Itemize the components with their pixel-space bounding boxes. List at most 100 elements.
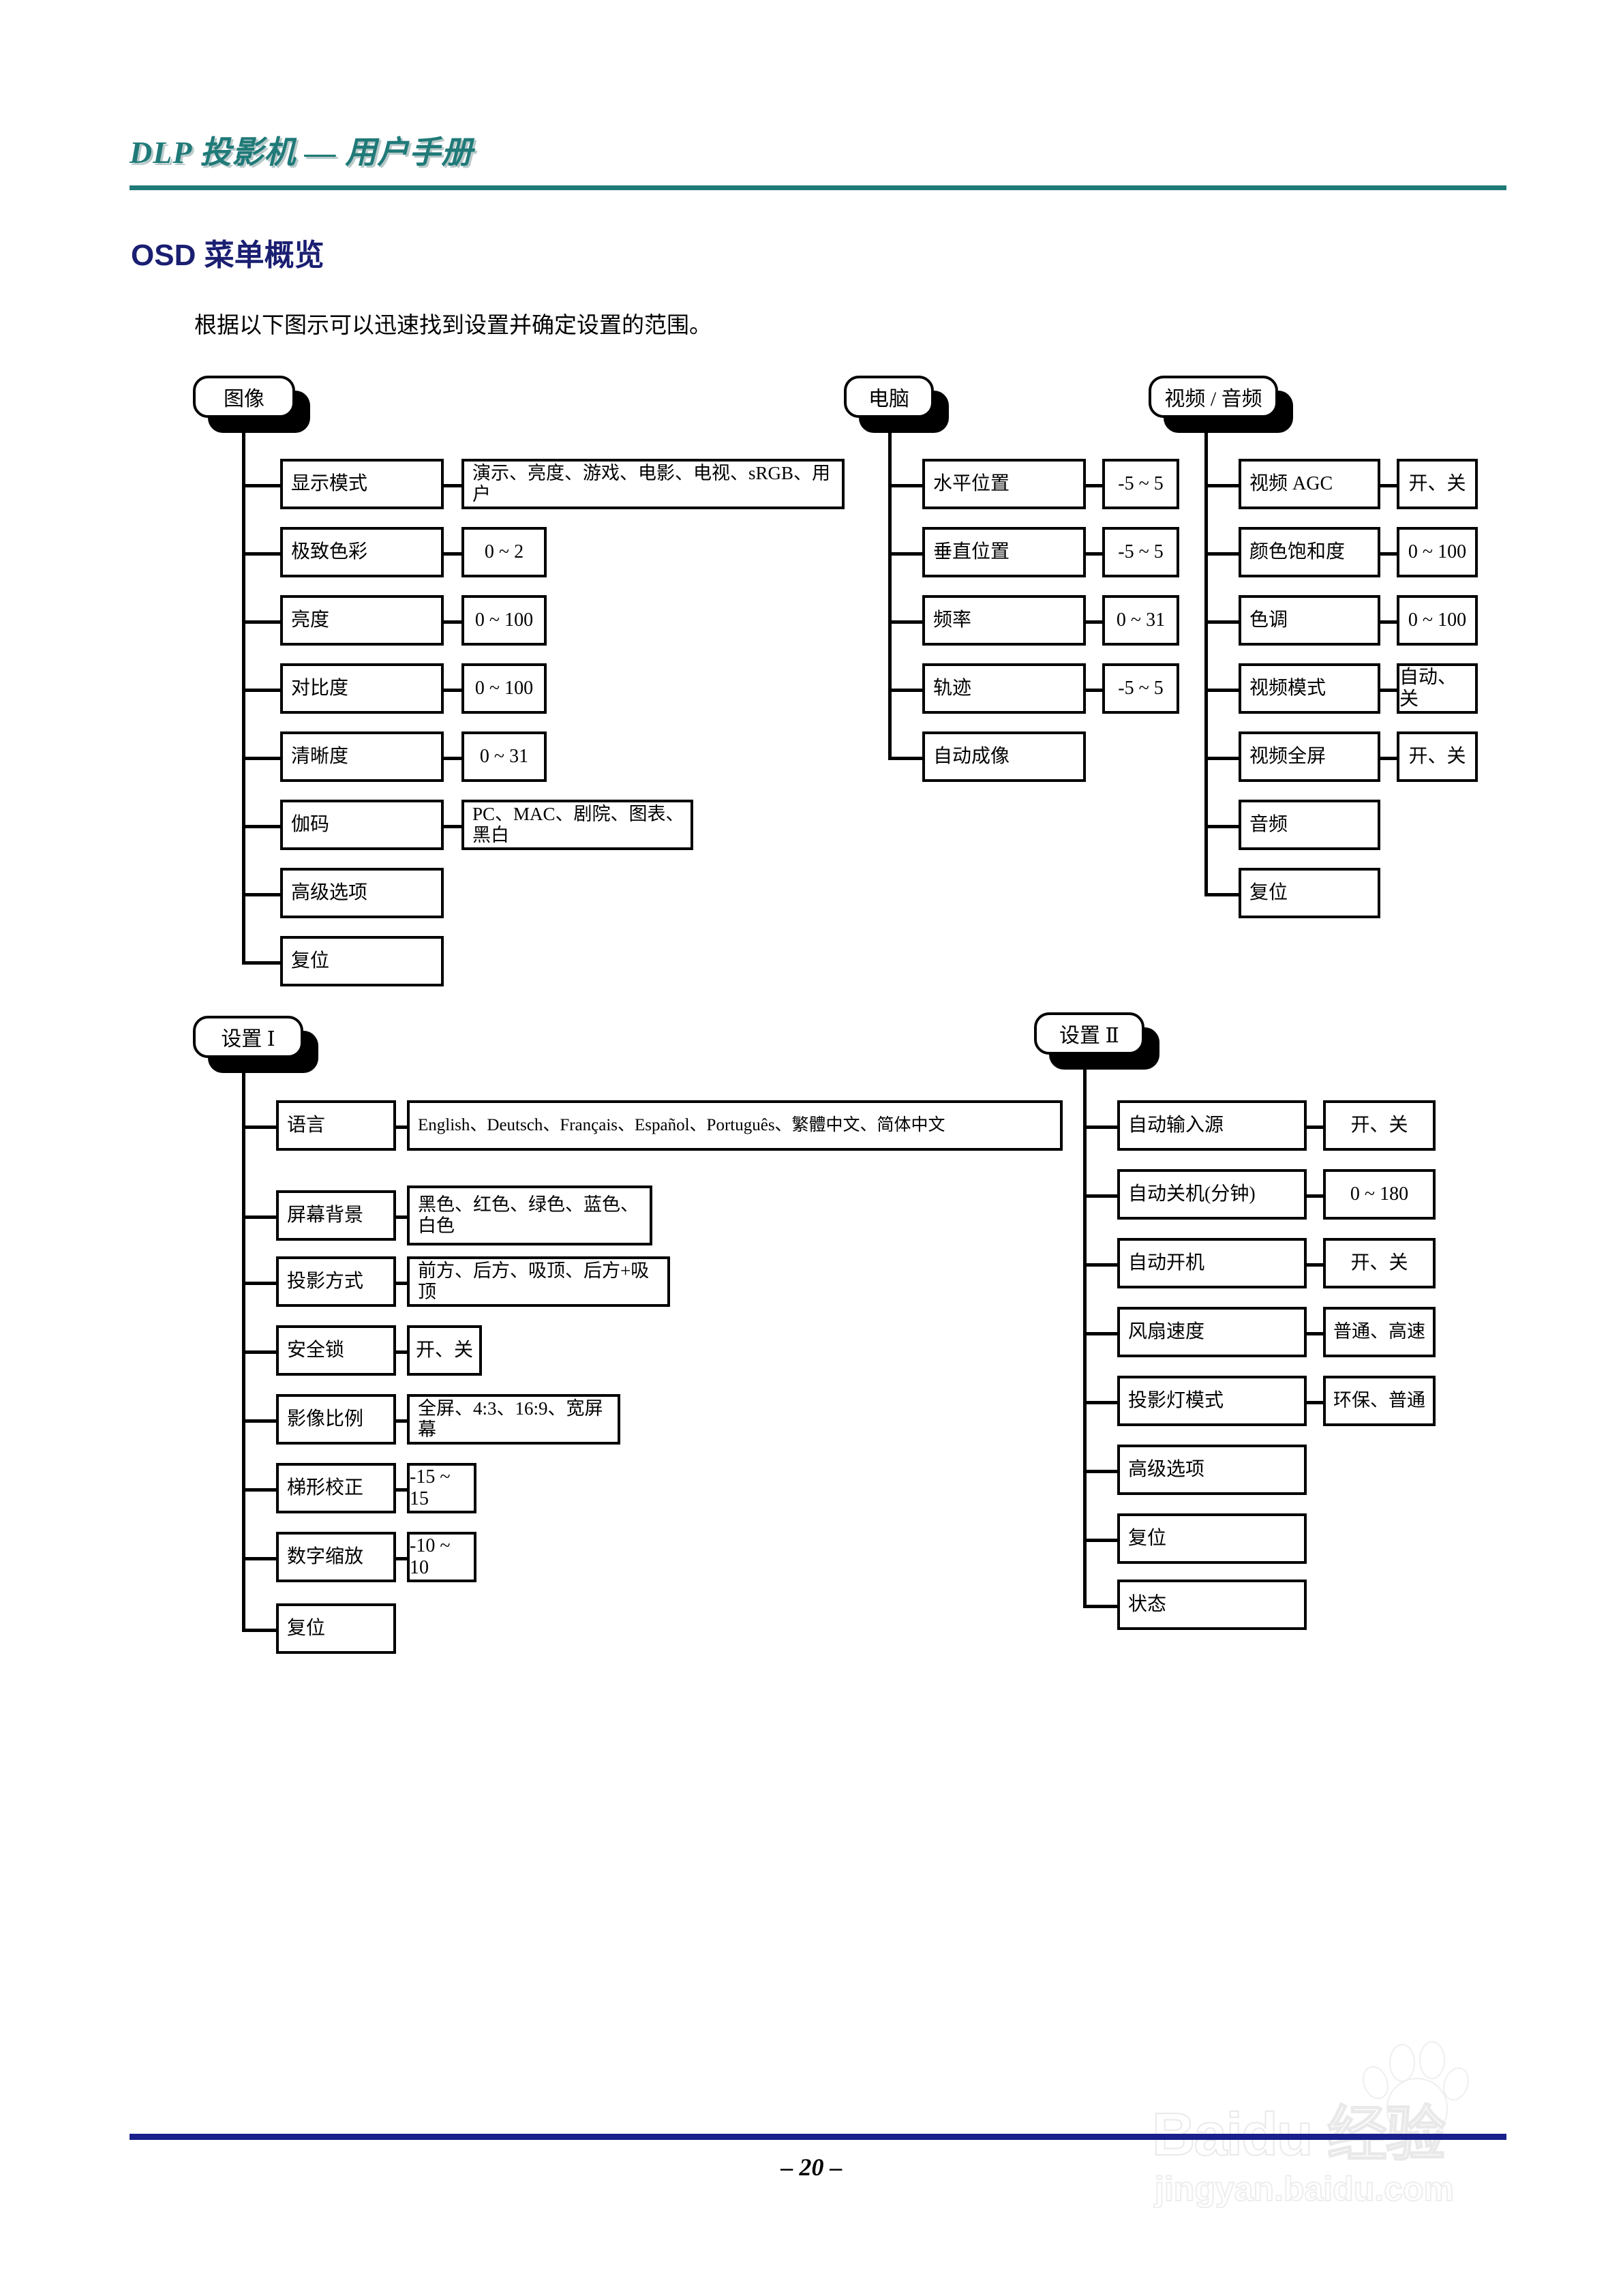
menu-item-label: 投影方式 [287,1270,364,1292]
menu-value-label: -5 ~ 5 [1118,541,1164,562]
tree-branch [1083,1539,1119,1542]
menu-item-box[interactable]: 极致色彩 [280,527,444,577]
menu-value-box: 开、关 [1397,731,1478,782]
menu-item-box[interactable]: 水平位置 [922,459,1086,509]
menu-item-box[interactable]: 复位 [1117,1513,1307,1564]
tree-connector [395,1419,408,1423]
menu-value-box: 开、关 [407,1325,482,1376]
menu-item-box[interactable]: 亮度 [280,595,444,646]
menu-value-label: -15 ~ 15 [410,1466,451,1509]
menu-item-box[interactable]: 自动关机(分钟) [1117,1169,1307,1220]
tree-connector [395,1126,408,1129]
menu-value-box: 黑色、红色、绿色、蓝色、 白色 [407,1185,652,1245]
menu-item-label: 视频全屏 [1249,745,1326,767]
menu-value-label: 0 ~ 180 [1350,1183,1409,1205]
menu-item-box[interactable]: 音频 [1239,800,1380,850]
manual-title: DLP 投影机 — 用户手册 [130,135,474,170]
tree-connector [395,1488,408,1492]
menu-value-label: 开、关 [1408,472,1466,494]
menu-item-box[interactable]: 复位 [280,936,444,986]
menu-item-label: 对比度 [291,677,349,699]
menu-item-label: 影像比例 [287,1408,364,1430]
menu-item-box[interactable]: 数字缩放 [276,1532,396,1582]
root-node-image[interactable]: 图像 [193,376,310,433]
menu-item-box[interactable]: 语言 [276,1100,396,1151]
root-node-settings-2[interactable]: 设置 Ⅱ [1034,1012,1159,1070]
menu-item-label: 极致色彩 [291,541,368,562]
root-node-label: 电脑 [844,376,934,418]
menu-item-box[interactable]: 伽码 [280,800,444,850]
menu-value-box: -5 ~ 5 [1102,459,1179,509]
tree-connector [442,484,463,487]
menu-item-label: 复位 [287,1617,326,1639]
menu-item-label: 轨迹 [933,677,972,699]
tree-branch [242,1488,277,1492]
menu-item-box[interactable]: 轨迹 [922,663,1086,714]
menu-item-box[interactable]: 对比度 [280,663,444,714]
menu-item-box[interactable]: 视频全屏 [1239,731,1380,782]
menu-value-label: 开、关 [1408,745,1466,767]
menu-item-box[interactable]: 视频 AGC [1239,459,1380,509]
menu-value-box: 演示、亮度、游戏、电影、电视、sRGB、用户 [461,459,845,509]
tree-connector [1305,1401,1324,1404]
menu-item-box[interactable]: 状态 [1117,1580,1307,1630]
menu-item-box[interactable]: 色调 [1239,595,1380,646]
tree-branch [888,484,924,487]
menu-item-box[interactable]: 影像比例 [276,1394,396,1445]
menu-value-box: 环保、普通 [1323,1376,1436,1426]
menu-item-box[interactable]: 频率 [922,595,1086,646]
menu-item-label: 水平位置 [933,472,1010,494]
tree-connector [395,1350,408,1354]
menu-value-label: -10 ~ 10 [410,1535,451,1578]
menu-value-box: 0 ~ 2 [461,527,547,577]
menu-item-box[interactable]: 自动输入源 [1117,1100,1307,1151]
menu-item-box[interactable]: 自动开机 [1117,1238,1307,1288]
menu-item-box[interactable]: 屏幕背景 [276,1190,396,1241]
root-node-computer[interactable]: 电脑 [844,376,949,433]
root-node-label: 设置 Ⅱ [1034,1012,1144,1055]
menu-item-box[interactable]: 视频模式 [1239,663,1380,714]
tree-connector [1084,689,1104,692]
menu-item-label: 高级选项 [291,881,368,903]
menu-item-box[interactable]: 梯形校正 [276,1463,396,1513]
menu-item-box[interactable]: 清晰度 [280,731,444,782]
menu-item-label: 伽码 [291,813,330,835]
tree-connector [442,552,463,556]
menu-item-box[interactable]: 自动成像 [922,731,1086,782]
menu-value-box: 0 ~ 100 [1397,527,1478,577]
menu-item-box[interactable]: 安全锁 [276,1325,396,1376]
tree-branch [242,893,282,896]
menu-item-box[interactable]: 垂直位置 [922,527,1086,577]
tree-branch [1204,620,1240,624]
menu-item-box[interactable]: 高级选项 [1117,1445,1307,1495]
menu-value-label: 开、关 [1350,1252,1408,1273]
menu-item-label: 自动成像 [933,745,1010,767]
menu-item-box[interactable]: 投影灯模式 [1117,1376,1307,1426]
menu-item-box[interactable]: 复位 [276,1603,396,1654]
tree-connector [442,757,463,760]
menu-value-box: -5 ~ 5 [1102,663,1179,714]
menu-value-label: 自动、关 [1399,666,1457,710]
tree-trunk-video-audio [1204,418,1208,895]
menu-value-label: 环保、普通 [1333,1390,1425,1411]
menu-item-label: 梯形校正 [287,1477,364,1498]
menu-value-box: -10 ~ 10 [407,1532,476,1582]
tree-branch [1083,1401,1119,1404]
menu-item-box[interactable]: 颜色饱和度 [1239,527,1380,577]
tree-connector [1305,1126,1324,1129]
menu-item-label: 状态 [1128,1593,1167,1615]
menu-item-box[interactable]: 风扇速度 [1117,1307,1307,1357]
menu-item-box[interactable]: 高级选项 [280,868,444,918]
menu-value-label: 0 ~ 100 [474,677,534,699]
menu-item-box[interactable]: 显示模式 [280,459,444,509]
root-node-video-audio[interactable]: 视频 / 音频 [1149,376,1293,433]
menu-item-label: 高级选项 [1128,1458,1205,1480]
tree-branch [242,1215,277,1219]
menu-item-box[interactable]: 投影方式 [276,1256,396,1307]
tree-branch [1204,484,1240,487]
menu-value-label: English、Deutsch、Français、Español、Portugu… [418,1115,945,1134]
tree-branch [1083,1470,1119,1473]
root-node-settings-1[interactable]: 设置 Ⅰ [193,1016,318,1073]
menu-item-box[interactable]: 复位 [1239,868,1380,918]
menu-value-label: 0 ~ 31 [479,745,529,767]
